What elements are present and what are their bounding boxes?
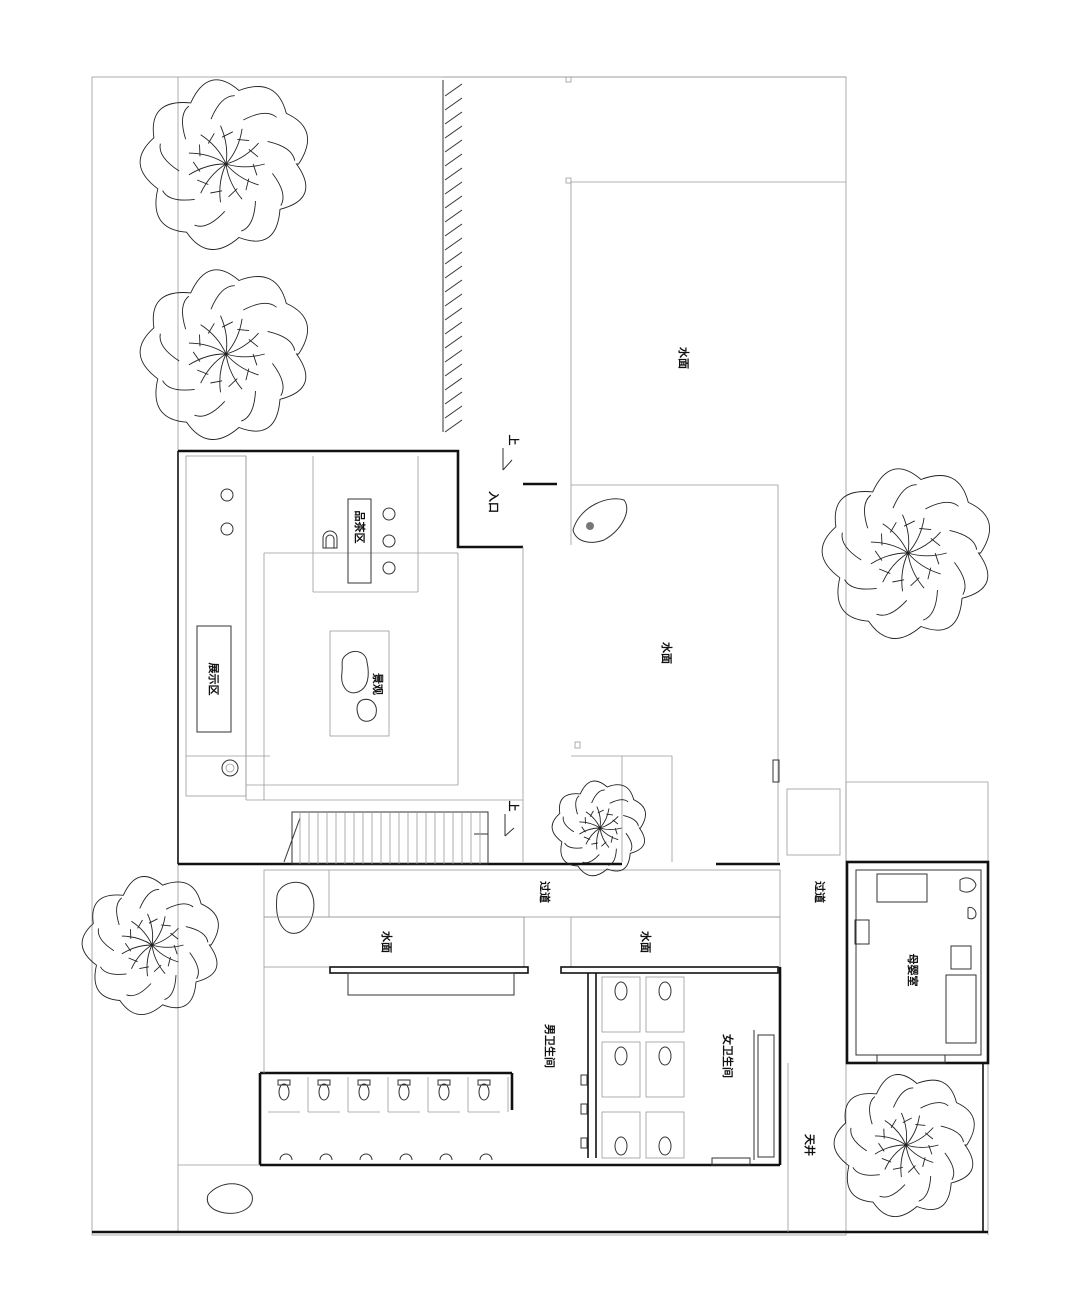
corridor: 过道 过道 [263, 869, 827, 934]
label-corridor-mid: 过道 [538, 881, 552, 903]
interior-lines [185, 455, 523, 801]
label-up-stair: 上 [507, 801, 521, 812]
toilet-stalls [268, 976, 685, 1161]
label-water-left: 水面 [380, 931, 394, 953]
tree-icon [139, 79, 308, 250]
pavers-right [786, 782, 847, 862]
tree-icon [551, 780, 646, 877]
patio: 天井 [178, 1063, 984, 1232]
toilet-block: 男卫生间 女卫生间 [258, 966, 782, 1167]
tree-icon [821, 468, 990, 639]
water-area-top: 水面 [443, 76, 846, 545]
tree-icon [833, 1074, 975, 1217]
label-up-top: 上 [507, 435, 521, 446]
label-display-area: 展示区 [207, 662, 220, 696]
pavilion-walls [177, 449, 780, 866]
entrance: 入口 上 [487, 435, 521, 514]
tree-icon [81, 876, 219, 1015]
site-boundary [91, 76, 989, 1236]
water-area-middle: 水面 [571, 498, 674, 862]
trees [81, 79, 990, 1217]
label-entrance: 入口 [487, 491, 500, 513]
label-mother-baby: 母婴室 [906, 954, 920, 987]
label-mens-toilet: 男卫生间 [543, 1024, 557, 1068]
label-corridor-right: 过道 [813, 881, 827, 903]
label-tea-area: 品茶区 [353, 511, 367, 544]
water-area-lower: 水面 水面 [263, 916, 781, 968]
label-womens-toilet: 女卫生间 [721, 1034, 735, 1078]
tree-icon [139, 269, 308, 440]
label-patio: 天井 [803, 1134, 817, 1156]
label-landscape: 景观 [371, 672, 384, 695]
tea-table: 品茶区 [220, 488, 396, 584]
hatched-wall [442, 80, 463, 433]
mother-baby-room: 母婴室 [845, 860, 990, 1065]
stair: 上 [283, 801, 521, 865]
label-water-mid: 水面 [660, 642, 674, 664]
label-water-right: 水面 [639, 931, 653, 953]
landscape-feature: 景观 [329, 630, 390, 737]
display-counter: 展示区 [196, 625, 239, 777]
label-water-top: 水面 [677, 347, 691, 369]
